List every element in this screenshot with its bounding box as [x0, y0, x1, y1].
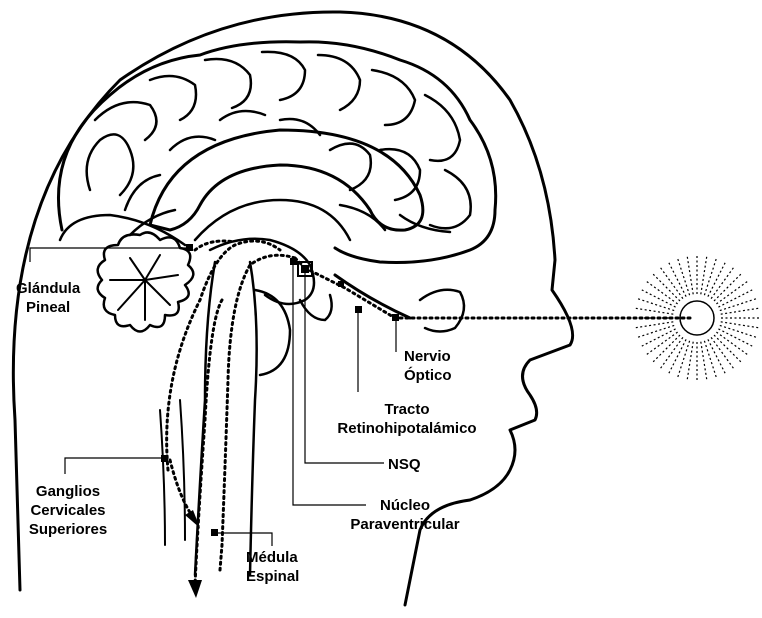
sun-ray	[638, 299, 674, 311]
sun-ray	[678, 341, 690, 377]
spinal-cord-left	[160, 410, 165, 545]
sun-ray	[701, 257, 707, 295]
ventricle	[195, 200, 350, 240]
label-spinal-line1: Médula	[246, 548, 299, 567]
spinal-cord-right	[180, 400, 185, 540]
leader-pvn	[293, 262, 366, 505]
leader-pineal	[30, 248, 190, 262]
sun-ray	[669, 263, 686, 297]
pathway-up	[167, 241, 280, 470]
sun-ray	[704, 259, 716, 295]
label-optic-nerve: Nervio Óptico	[404, 347, 452, 385]
sun-ray	[653, 274, 680, 301]
marker-scn	[301, 265, 309, 273]
sun-ray	[704, 341, 716, 377]
sun-ray	[669, 339, 686, 373]
label-superior-cervical-ganglia: Ganglios Cervicales Superiores	[20, 482, 116, 539]
pathway-spinal	[195, 300, 222, 585]
sun-ray	[720, 299, 756, 311]
optic-nerve-line	[335, 275, 410, 318]
sun-ray	[687, 342, 693, 380]
leader-ganglia	[65, 458, 165, 474]
sun-ray	[721, 308, 759, 314]
label-ganglia-line2: Cervicales	[20, 501, 116, 520]
sun-ray	[718, 290, 752, 307]
sun-ray	[678, 259, 690, 295]
sun-ray	[687, 257, 693, 295]
sun-ray	[714, 335, 741, 362]
label-tract-line1: Tracto	[327, 400, 487, 419]
marker-pvn	[290, 258, 297, 265]
sun-ray	[721, 322, 759, 328]
label-pineal-line1: Glándula	[16, 279, 80, 298]
label-spinal-cord: Médula Espinal	[246, 548, 299, 586]
sun-ray	[701, 342, 707, 380]
marker-pineal	[186, 244, 193, 251]
corpus-callosum	[150, 130, 423, 230]
eye-socket	[420, 290, 464, 332]
label-optic-line2: Óptico	[404, 366, 452, 385]
label-spinal-line2: Espinal	[246, 567, 299, 586]
label-scn: NSQ	[388, 455, 421, 474]
label-ganglia-line1: Ganglios	[20, 482, 116, 501]
sun-ray	[642, 329, 676, 346]
label-pvn-line1: Núcleo	[341, 496, 469, 515]
sun-ray	[714, 274, 741, 301]
marker-ganglia	[161, 455, 168, 462]
brainstem-right	[250, 262, 257, 575]
pineal-gland-veins	[110, 255, 178, 320]
sun-ray	[636, 308, 674, 314]
sun-ray	[636, 322, 674, 328]
arrowhead-spinal	[188, 580, 202, 598]
label-ganglia-line3: Superiores	[20, 520, 116, 539]
label-paraventricular-nucleus: Núcleo Paraventricular	[341, 496, 469, 534]
sun-ray	[653, 335, 680, 362]
label-retinohypothalamic-tract: Tracto Retinohipotalámico	[327, 400, 487, 438]
pathway-ganglia	[170, 460, 195, 520]
sun-ray	[642, 290, 676, 307]
label-pineal-line2: Pineal	[16, 298, 80, 317]
label-tract-line2: Retinohipotalámico	[327, 419, 487, 438]
label-optic-line1: Nervio	[404, 347, 452, 366]
marker-optic	[392, 314, 399, 321]
marker-chiasm	[338, 281, 344, 287]
sun-ray	[708, 339, 725, 373]
sun-ray	[720, 325, 756, 337]
gyri-folds	[87, 52, 471, 235]
marker-tract	[355, 306, 362, 313]
sun-ray	[708, 263, 725, 297]
sun-ray	[638, 325, 674, 337]
marker-spinal	[211, 529, 218, 536]
sun-ray	[718, 329, 752, 346]
label-pineal-gland: Glándula Pineal	[16, 279, 80, 317]
label-pvn-line2: Paraventricular	[341, 515, 469, 534]
